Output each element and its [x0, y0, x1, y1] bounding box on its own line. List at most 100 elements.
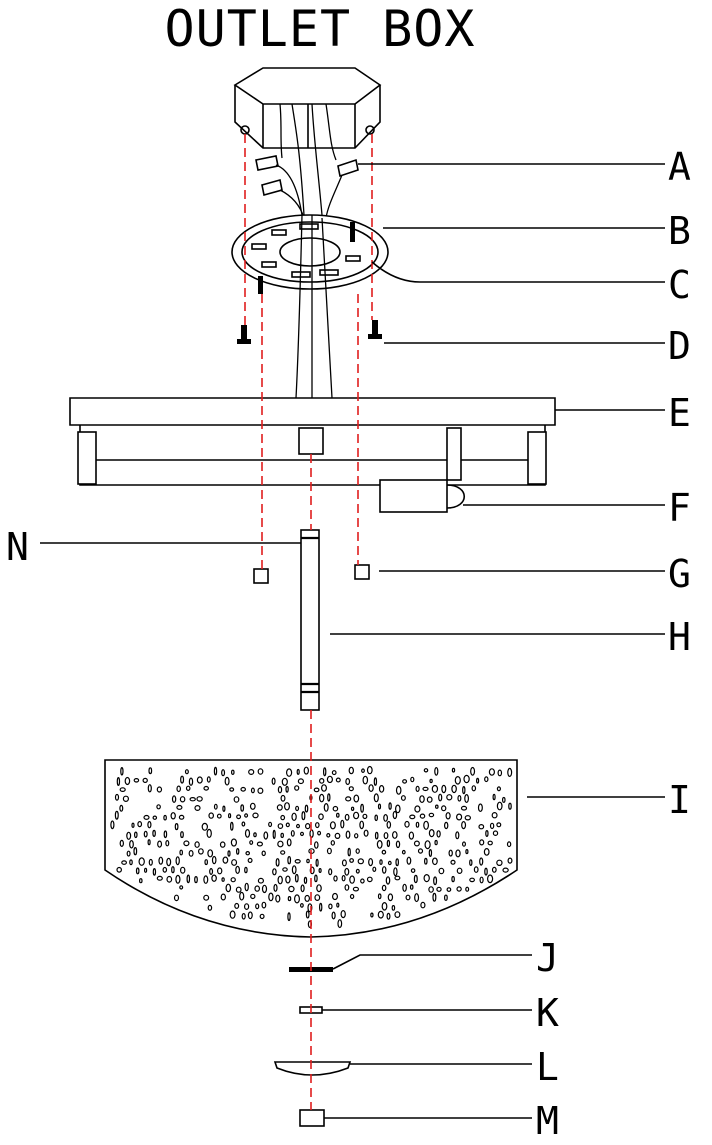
texture-dot	[483, 848, 490, 856]
texture-dot	[222, 856, 229, 864]
texture-dot	[216, 867, 223, 875]
texture-dot	[280, 832, 285, 839]
texture-dot	[179, 796, 186, 803]
texture-dot	[349, 858, 355, 863]
texture-dot	[349, 875, 356, 884]
fixture-wires	[295, 214, 333, 399]
texture-dot	[241, 821, 246, 827]
texture-dot	[152, 868, 157, 876]
texture-dot	[326, 775, 333, 784]
texture-dot	[131, 822, 135, 829]
texture-dot	[360, 803, 365, 813]
texture-dot	[373, 777, 378, 786]
texture-dot	[152, 815, 158, 820]
texture-dot	[213, 766, 218, 776]
texture-dot	[203, 785, 210, 791]
texture-dot	[426, 796, 433, 803]
texture-dot	[456, 867, 463, 875]
texture-dot	[395, 858, 400, 867]
texture-dot	[147, 821, 152, 829]
texture-dot	[436, 830, 441, 838]
texture-dot	[157, 840, 163, 848]
texture-dot	[277, 875, 283, 885]
texture-dot	[432, 857, 438, 866]
texture-dot	[296, 768, 300, 775]
texture-dot	[463, 774, 470, 784]
texture-dot	[465, 848, 469, 855]
texture-dot	[144, 867, 148, 873]
label-k: K	[536, 991, 559, 1035]
texture-dot	[335, 777, 341, 783]
texture-dot	[323, 803, 329, 812]
texture-dot	[129, 859, 133, 866]
texture-dot	[434, 767, 439, 776]
texture-dot	[491, 812, 498, 819]
label-c: C	[668, 263, 691, 307]
texture-dot	[147, 784, 152, 793]
texture-dot	[286, 838, 292, 847]
texture-dot	[129, 839, 134, 849]
texture-dot	[446, 794, 453, 801]
texture-dot	[137, 820, 143, 828]
texture-dot	[196, 776, 203, 784]
texture-dot	[461, 820, 467, 830]
alignment-lines	[244, 134, 373, 1110]
texture-dot	[174, 822, 179, 831]
texture-dot	[344, 884, 350, 891]
texture-dot	[489, 822, 495, 830]
canopy	[69, 397, 556, 486]
texture-dot	[377, 803, 382, 810]
texture-dot	[180, 775, 185, 784]
texture-dot	[277, 840, 284, 848]
texture-dot	[394, 875, 401, 881]
label-a: A	[668, 145, 691, 189]
texture-dot	[335, 812, 340, 818]
label-h: H	[668, 615, 691, 659]
texture-dot	[451, 875, 455, 883]
texture-dot	[300, 903, 304, 908]
texture-dot	[197, 848, 204, 855]
texture-dot	[349, 893, 355, 900]
texture-dot	[285, 822, 290, 828]
texture-dot	[233, 796, 240, 803]
texture-dot	[413, 840, 420, 847]
texture-dot	[166, 875, 173, 883]
texture-dot	[336, 902, 340, 908]
texture-dot	[417, 848, 424, 854]
texture-dot	[438, 867, 445, 875]
texture-dot	[183, 840, 190, 847]
texture-dot	[391, 905, 396, 911]
texture-dot	[400, 795, 406, 801]
texture-dot	[303, 876, 308, 885]
texture-dot	[326, 847, 332, 855]
label-d: D	[668, 324, 691, 368]
texture-dot	[464, 793, 470, 803]
texture-dot	[143, 830, 148, 838]
texture-dot	[224, 776, 230, 786]
texture-dot	[180, 831, 184, 839]
texture-dot	[147, 839, 151, 846]
texture-dot	[124, 776, 131, 786]
texture-dot	[255, 903, 260, 910]
texture-dot	[491, 866, 497, 873]
texture-dot	[492, 830, 499, 837]
texture-dot	[319, 793, 325, 803]
texture-dot	[479, 857, 484, 866]
texture-dot	[457, 794, 462, 802]
texture-dot	[261, 884, 268, 894]
texture-dot	[231, 859, 238, 866]
texture-dot	[296, 823, 301, 829]
diagram-title: OUTLET BOX	[164, 0, 475, 58]
texture-dot	[331, 770, 337, 776]
texture-dot	[297, 778, 304, 785]
texture-dot	[240, 786, 247, 792]
texture-dot	[291, 812, 297, 822]
texture-dot	[368, 784, 374, 792]
texture-dot	[133, 777, 140, 783]
texture-dot	[294, 894, 301, 904]
texture-dot	[281, 777, 288, 786]
texture-dot	[386, 839, 391, 848]
texture-dot	[473, 866, 479, 873]
texture-dot	[222, 805, 226, 812]
texture-dot	[383, 832, 389, 840]
